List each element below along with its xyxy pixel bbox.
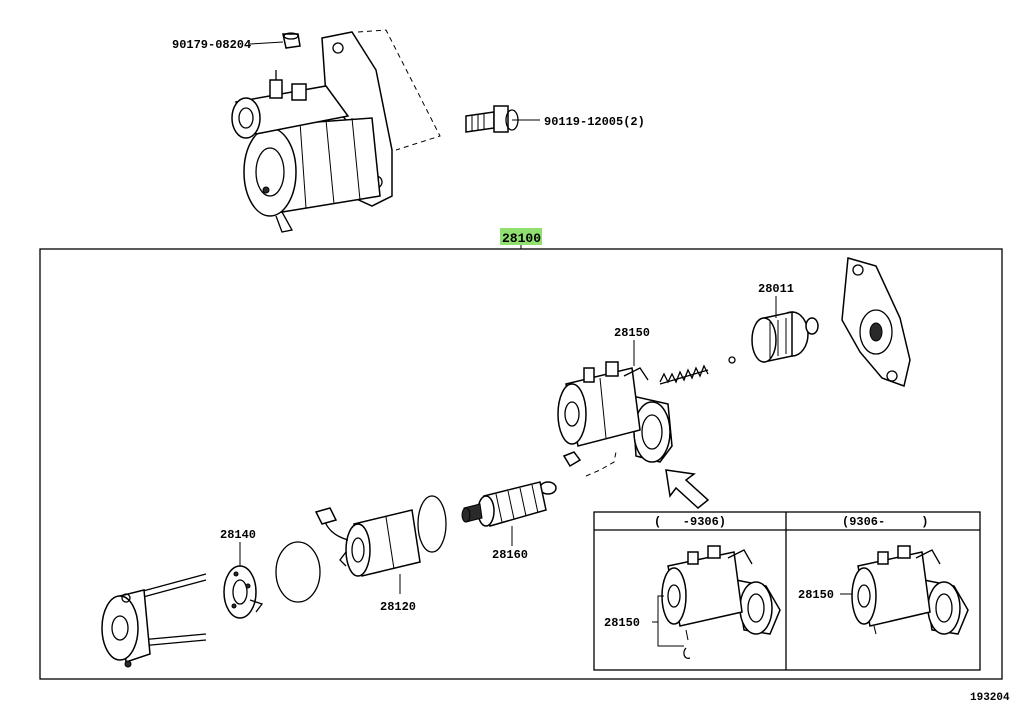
drive-housing-drawing [841,257,911,387]
callout-ring-plate[interactable]: 28140 [220,528,256,542]
callout-magnetic-switch[interactable]: 28150 [614,326,650,340]
variant-late-part-number[interactable]: 28150 [798,588,834,602]
assembly-highlight [500,228,542,245]
variant-range-early: ( -9306) [654,515,726,529]
leader-line [657,622,684,647]
ring-plate-drawing [223,565,264,619]
callout-yoke[interactable]: 28120 [380,600,416,614]
callout-bolt[interactable]: 90119-12005(2) [544,115,645,129]
clutch-drawing [751,311,819,363]
variant-early-part-number[interactable]: 28150 [604,616,640,630]
dashed-connector [585,451,617,477]
variant-table [593,511,981,671]
arrow-up-left-icon [665,469,710,509]
yoke-drawing [314,495,447,577]
variant-switch-late-drawing [851,545,969,635]
armature-drawing [461,481,557,527]
assembly-part-number[interactable]: 28100 [502,231,541,246]
variant-range-late: (9306- ) [842,515,928,529]
o-ring-drawing [275,541,321,603]
magnetic-switch-drawing [557,361,673,468]
callout-nut[interactable]: 90179-08204 [172,38,251,52]
starter-assembly-drawing [231,29,519,233]
variant-switch-early-drawing [661,545,781,659]
leader-line [652,595,664,623]
leader-line [249,41,284,45]
assembly-frame [39,248,1003,680]
callout-clutch[interactable]: 28011 [758,282,794,296]
reference-number: 193204 [970,692,1010,704]
callout-armature[interactable]: 28160 [492,548,528,562]
spring-drawing [659,356,736,385]
end-frame-drawing [101,573,207,668]
